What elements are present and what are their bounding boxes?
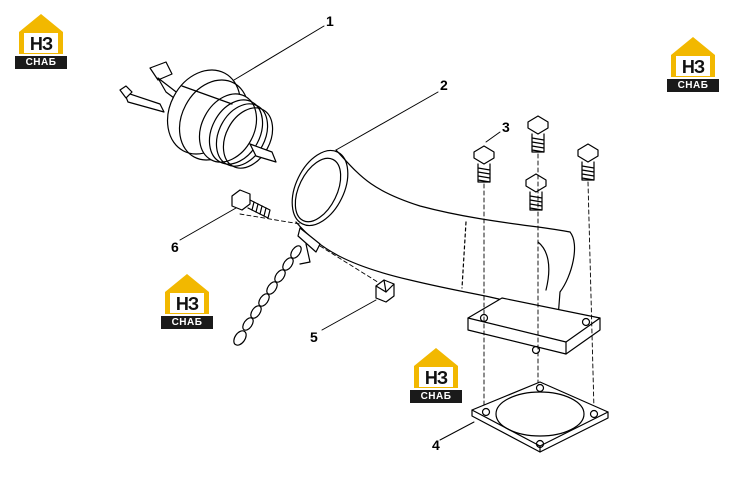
logo-house-icon: [161, 274, 213, 329]
logo-bottom-text: СНАБ: [25, 57, 57, 68]
logo-bottom-text: СНАБ: [677, 80, 709, 91]
logo-house-icon: [410, 348, 462, 403]
gasket-part-4: [471, 381, 609, 453]
watermark-logo: НЗ СНАБ: [665, 35, 721, 93]
filler-cap-part-1: [119, 61, 277, 169]
logo-top-text: НЗ: [681, 57, 705, 77]
retaining-chain: [233, 243, 311, 346]
callout-3: 3: [502, 119, 510, 135]
callout-2: 2: [440, 77, 448, 93]
watermark-logo: НЗ СНАБ: [13, 12, 69, 70]
logo-house-icon: [15, 14, 67, 69]
bolt-part-6: [231, 189, 271, 219]
callout-6: 6: [171, 239, 179, 255]
bolt-part-3-b: [527, 115, 549, 153]
leader-lines: [179, 25, 501, 441]
callout-5: 5: [310, 329, 318, 345]
logo-house-icon: [667, 37, 719, 92]
callout-4: 4: [432, 437, 440, 453]
alignment-lines: [239, 153, 595, 447]
watermark-logo: НЗ СНАБ: [159, 272, 215, 330]
logo-bottom-text: СНАБ: [171, 317, 203, 328]
nut-part-5: [375, 279, 395, 303]
logo-top-text: НЗ: [175, 294, 199, 314]
bolt-part-3-d: [525, 173, 547, 211]
callout-1: 1: [326, 13, 334, 29]
filler-neck-part-2: [291, 149, 601, 355]
logo-top-text: НЗ: [424, 368, 448, 388]
logo-top-text: НЗ: [29, 34, 53, 54]
watermark-logo: НЗ СНАБ: [408, 346, 464, 404]
logo-bottom-text: СНАБ: [420, 391, 452, 402]
bolt-part-3-a: [473, 145, 495, 183]
bolt-part-3-c: [577, 143, 599, 181]
